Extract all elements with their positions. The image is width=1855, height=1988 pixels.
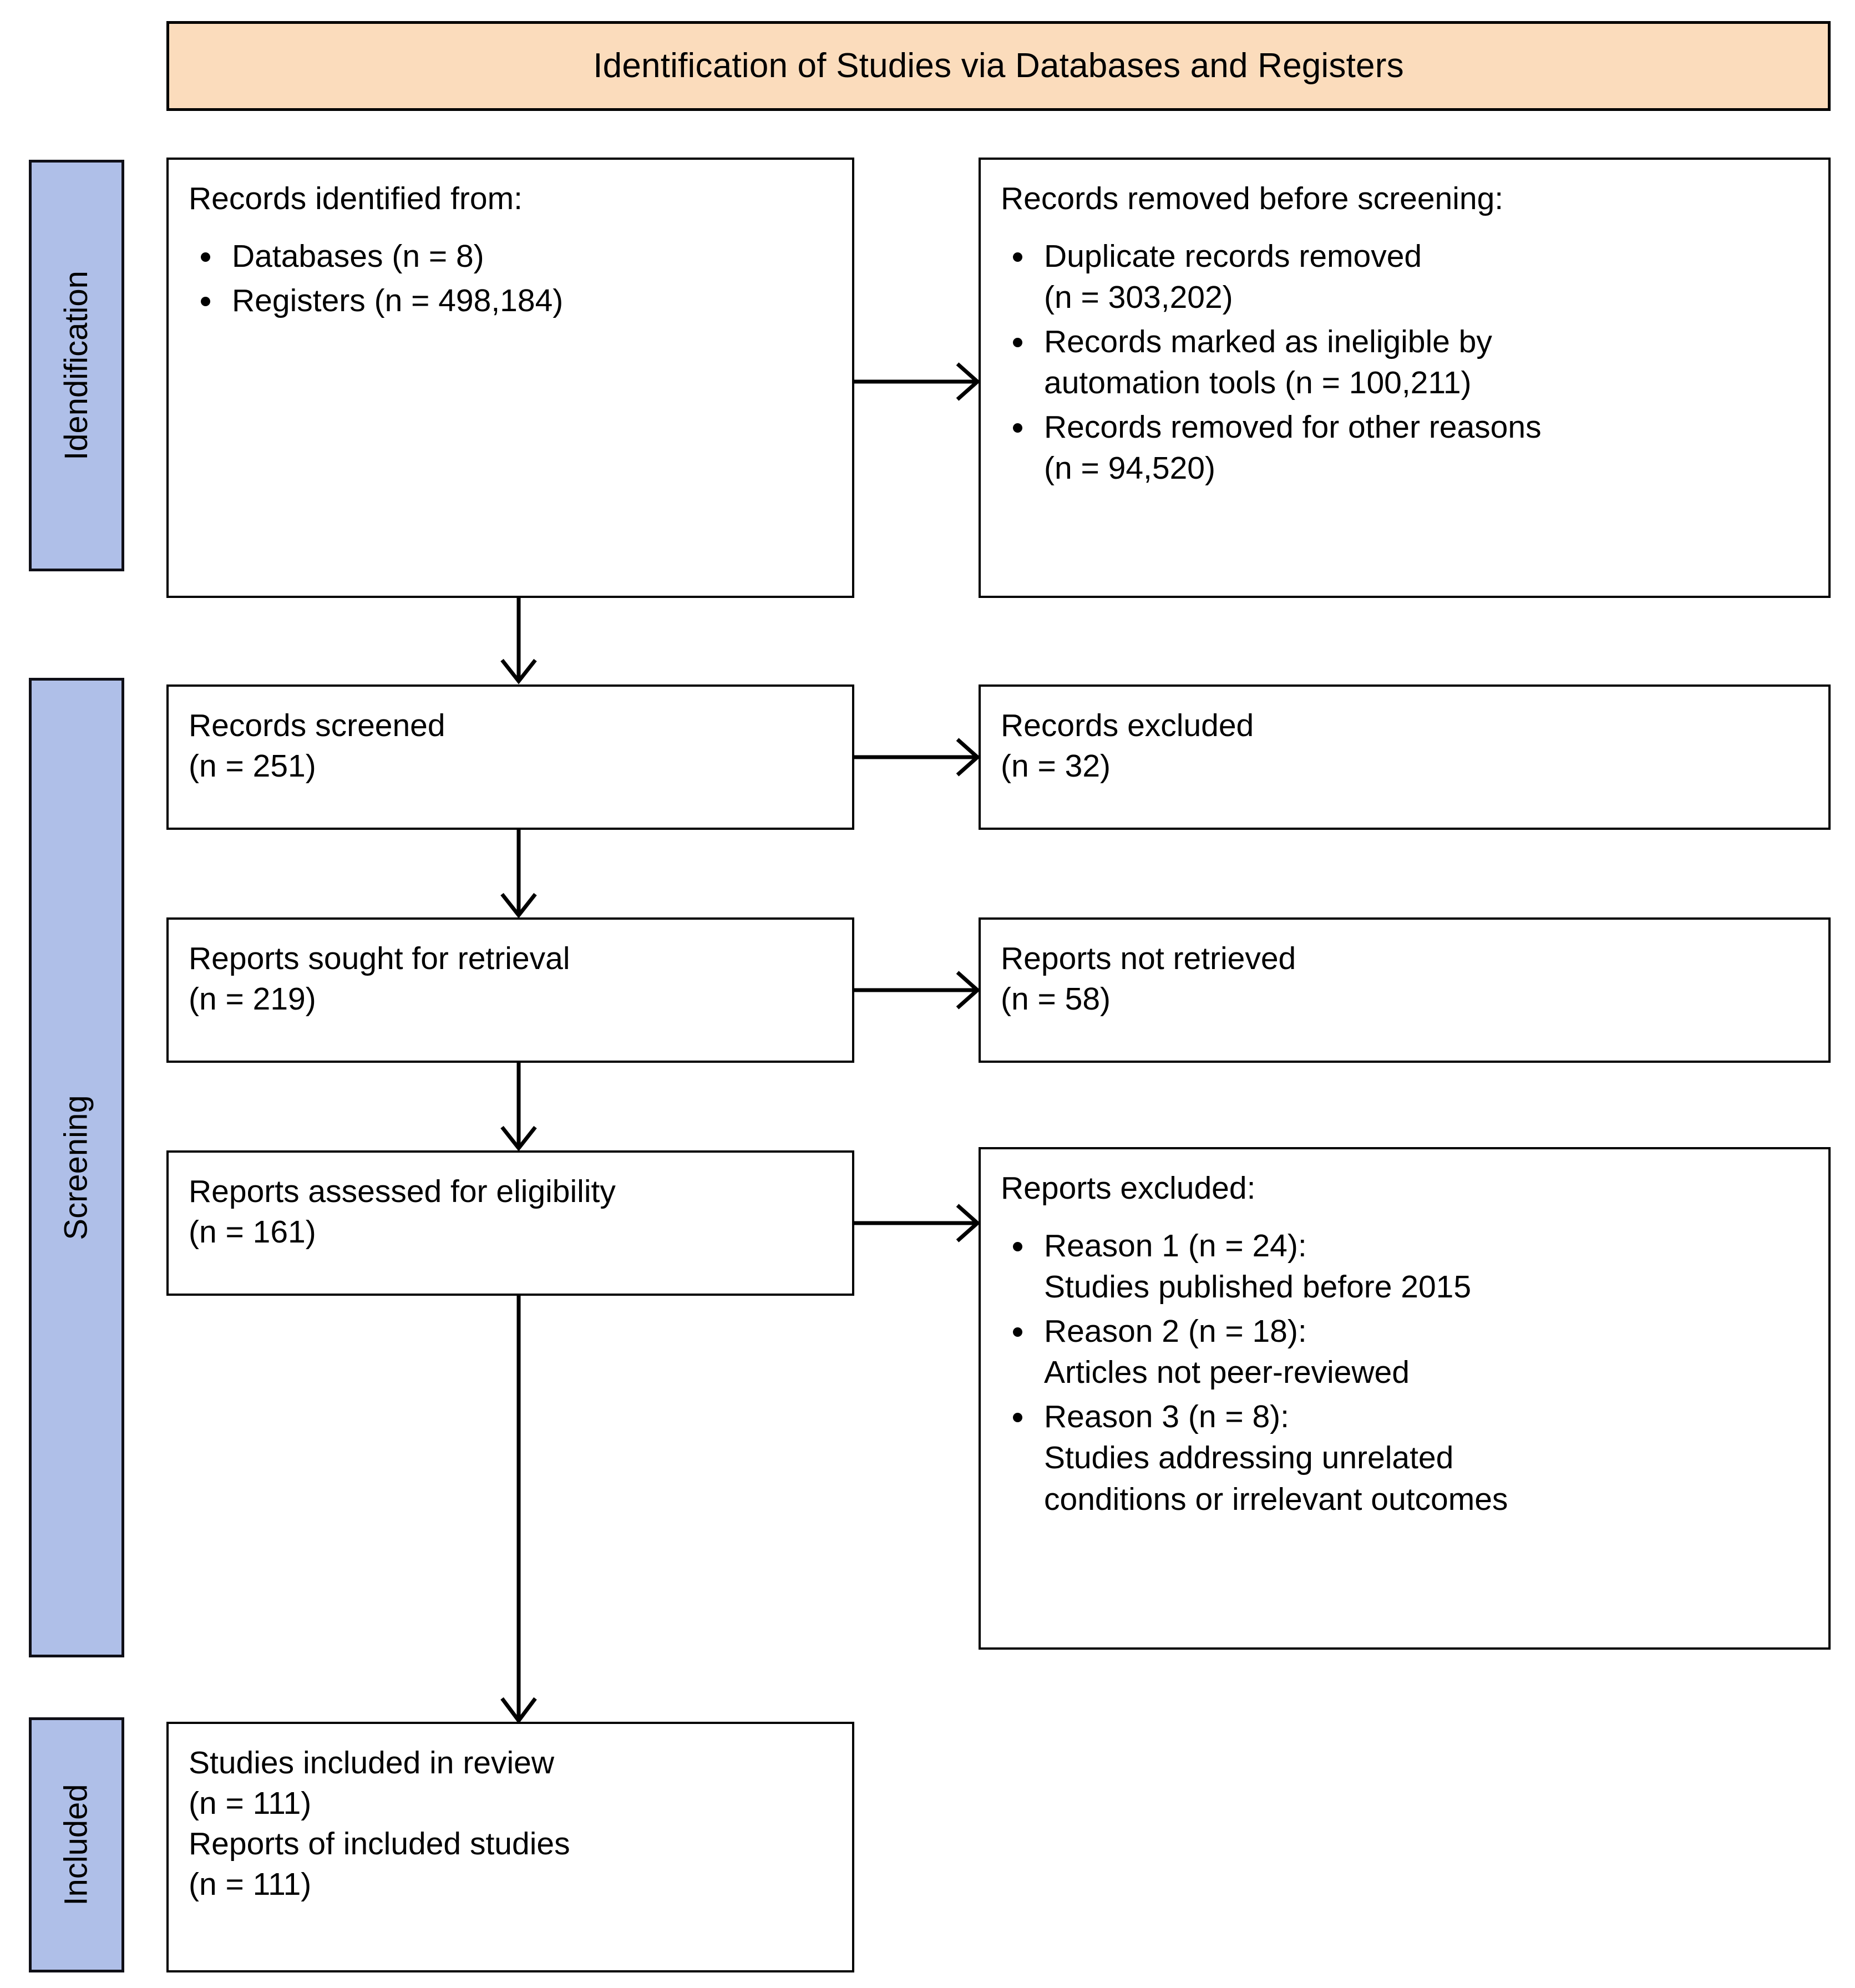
- connector-sought-to-assessed: [488, 1063, 549, 1152]
- stage-band-identification-label: Idendification: [58, 271, 94, 460]
- connector-screened-to-excluded: [854, 735, 981, 779]
- box-records-excluded: Records excluded (n = 32): [979, 684, 1831, 830]
- stage-band-identification: Idendification: [29, 160, 124, 571]
- connector-assessed-to-included: [488, 1296, 549, 1724]
- list-item: Reason 3 (n = 8): Studies addressing unr…: [1001, 1396, 1810, 1519]
- box-records-removed-heading: Records removed before screening:: [1001, 181, 1504, 216]
- box-records-identified-list: Databases (n = 8) Registers (n = 498,184…: [189, 236, 833, 321]
- connector-screened-to-sought: [488, 830, 549, 919]
- box-records-identified-heading: Records identified from:: [189, 181, 523, 216]
- list-item: Duplicate records removed (n = 303,202): [1001, 236, 1810, 318]
- list-item: Reason 1 (n = 24): Studies published bef…: [1001, 1225, 1810, 1307]
- stage-band-included-label: Included: [58, 1784, 95, 1906]
- box-reports-assessed: Reports assessed for eligibility (n = 16…: [166, 1150, 854, 1296]
- connector-identified-to-removed: [854, 359, 981, 404]
- list-item: Records marked as ineligible by automati…: [1001, 321, 1810, 403]
- box-records-excluded-heading: Records excluded (n = 32): [1001, 708, 1254, 784]
- box-reports-not-retrieved: Reports not retrieved (n = 58): [979, 917, 1831, 1063]
- box-records-screened: Records screened (n = 251): [166, 684, 854, 830]
- stage-band-included: Included: [29, 1717, 124, 1972]
- box-studies-included-heading: Studies included in review (n = 111) Rep…: [189, 1745, 570, 1902]
- box-reports-excluded-heading: Reports excluded:: [1001, 1170, 1256, 1206]
- list-item: Reason 2 (n = 18): Articles not peer-rev…: [1001, 1311, 1810, 1393]
- stage-band-screening: Screening: [29, 678, 124, 1657]
- connector-sought-to-not-retrieved: [854, 968, 981, 1012]
- box-records-removed-list: Duplicate records removed (n = 303,202) …: [1001, 236, 1810, 489]
- box-records-identified: Records identified from: Databases (n = …: [166, 158, 854, 598]
- connector-assessed-to-excluded: [854, 1201, 981, 1245]
- box-reports-excluded: Reports excluded: Reason 1 (n = 24): Stu…: [979, 1147, 1831, 1650]
- box-reports-excluded-list: Reason 1 (n = 24): Studies published bef…: [1001, 1225, 1810, 1520]
- box-reports-assessed-heading: Reports assessed for eligibility (n = 16…: [189, 1174, 616, 1250]
- diagram-banner: Identification of Studies via Databases …: [166, 21, 1831, 111]
- list-item: Records removed for other reasons (n = 9…: [1001, 407, 1810, 489]
- list-item: Registers (n = 498,184): [189, 280, 833, 321]
- connector-identified-to-screened: [488, 598, 549, 684]
- box-reports-sought-heading: Reports sought for retrieval (n = 219): [189, 941, 570, 1017]
- box-records-screened-heading: Records screened (n = 251): [189, 708, 445, 784]
- box-records-removed: Records removed before screening: Duplic…: [979, 158, 1831, 598]
- stage-band-screening-label: Screening: [58, 1095, 95, 1240]
- banner-title: Identification of Studies via Databases …: [593, 46, 1404, 85]
- box-reports-sought: Reports sought for retrieval (n = 219): [166, 917, 854, 1063]
- box-reports-not-retrieved-heading: Reports not retrieved (n = 58): [1001, 941, 1296, 1017]
- box-studies-included: Studies included in review (n = 111) Rep…: [166, 1722, 854, 1972]
- list-item: Databases (n = 8): [189, 236, 833, 277]
